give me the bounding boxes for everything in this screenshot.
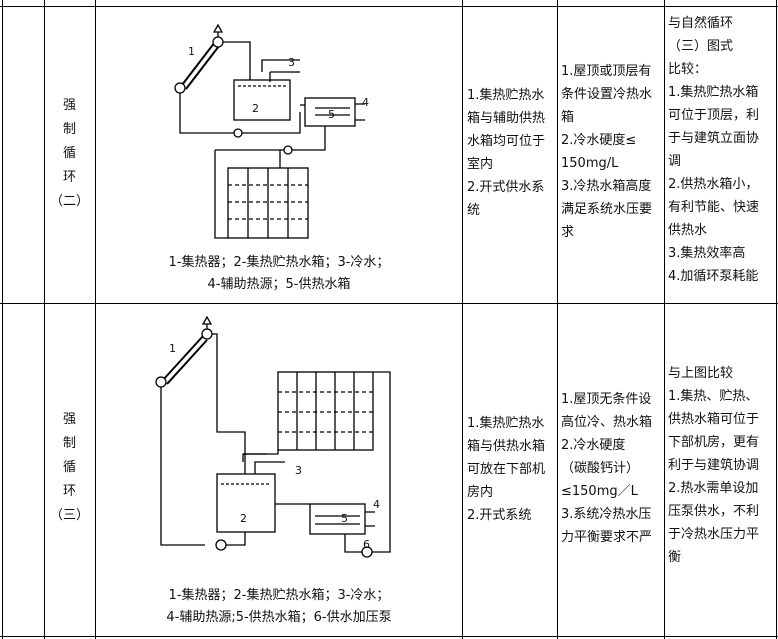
text-line: 利于与建筑协调 (668, 458, 760, 473)
label-aux-heater: 4 (362, 96, 369, 109)
text-line: 比较： (668, 62, 708, 77)
text-line: 3.冷热水箱高度 (561, 179, 652, 194)
text-line: 供热水 (668, 223, 708, 238)
grid-line (0, 6, 778, 7)
name-char: 循 (62, 146, 76, 161)
label-booster-pump: 6 (363, 538, 370, 551)
text-line: 1.集热贮热水 (467, 88, 545, 103)
caption-line: 1-集热器；2-集热贮热水箱；3-冷水； (168, 588, 390, 603)
row3-conditions: 1.屋顶无条件设 高位冷、热水箱 2.冷水硬度 （碳酸钙计） ≤150mg／L … (561, 388, 664, 549)
row3-features: 1.集热贮热水 箱与供热水箱 可放在下部机 房内 2.开式系统 (467, 412, 557, 527)
text-line: 150mg/L (561, 156, 619, 171)
text-line: 供热水箱可位于 (668, 412, 760, 427)
text-line: 2.冷水硬度≤ (561, 133, 637, 148)
label-supply-tank: 5 (328, 108, 335, 121)
row3-system-name: 强 制 循 环 （三） (44, 408, 95, 528)
label-collector: 1 (169, 342, 176, 355)
text-line: 室内 (467, 157, 494, 172)
grid-line (2, 0, 3, 639)
grid-line (0, 636, 778, 637)
text-line: 下部机房，更有 (668, 435, 760, 450)
text-line: 2.热水需单设加 (668, 481, 759, 496)
row2-diagram-caption: 1-集热器；2-集热贮热水箱；3-冷水； 4-辅助热源；5-供热水箱 (96, 252, 462, 296)
text-line: 箱与供热水箱 (467, 439, 546, 454)
text-line: 衡 (668, 550, 682, 565)
text-line: 求 (561, 225, 575, 240)
text-line: 1.集热贮热水 (467, 416, 545, 431)
name-char: 强 (62, 412, 76, 427)
row3-comparison: 与上图比较 1.集热、贮热、 供热水箱可位于 下部机房，更有 利于与建筑协调 2… (668, 362, 776, 569)
row2-system-name: 强 制 循 环 （二） (44, 94, 95, 214)
text-line: 箱 (561, 110, 575, 125)
text-line: 力平衡要求不严 (561, 530, 653, 545)
label-cold-water: 3 (288, 56, 295, 69)
text-line: 统 (467, 203, 481, 218)
name-char: （二） (49, 194, 89, 209)
name-char: 制 (62, 122, 76, 137)
caption-line: 4-辅助热源；5-供热水箱 (207, 277, 351, 292)
text-line: 箱与辅助供热 (467, 111, 546, 126)
text-line: 与自然循环 (668, 16, 734, 31)
text-line: 于冷热水压力平 (668, 527, 760, 542)
grid-line (44, 0, 45, 639)
grid-line (776, 0, 777, 639)
caption-line: 1-集热器；2-集热贮热水箱；3-冷水； (168, 255, 390, 270)
name-char: 循 (62, 460, 76, 475)
text-line: 压泵供水，不利 (668, 504, 760, 519)
text-line: 于与建筑立面协 (668, 131, 760, 146)
text-line: 条件设置冷热水 (561, 87, 653, 102)
text-line: 可放在下部机 (467, 462, 546, 477)
name-char: （三） (49, 508, 89, 523)
text-line: 2.开式系统 (467, 508, 532, 523)
text-line: 高位冷、热水箱 (561, 415, 653, 430)
text-line: 3.集热效率高 (668, 246, 746, 261)
grid-line (664, 0, 665, 639)
label-storage-tank: 2 (252, 102, 259, 115)
text-line: 可位于顶层，利 (668, 108, 760, 123)
name-char: 强 (62, 98, 76, 113)
label-collector: 1 (188, 45, 195, 58)
grid-line (95, 0, 96, 639)
caption-line: 4-辅助热源;5-供热水箱；6-供水加压泵 (166, 610, 392, 625)
text-line: 水箱均可位于 (467, 134, 546, 149)
text-line: ≤150mg／L (561, 484, 638, 499)
text-line: 2.供热水箱小， (668, 177, 759, 192)
text-line: 2.开式供水系 (467, 180, 545, 195)
text-line: 1.屋顶无条件设 (561, 392, 652, 407)
text-line: 3.系统冷热水压 (561, 507, 652, 522)
label-storage-tank: 2 (240, 512, 247, 525)
text-line: 4.加循环泵耗能 (668, 269, 759, 284)
row3-system-diagram: 1 2 3 4 5 6 (145, 312, 410, 577)
row2-conditions: 1.屋顶或顶层有 条件设置冷热水 箱 2.冷水硬度≤ 150mg/L 3.冷热水… (561, 60, 664, 244)
label-aux-heater: 4 (373, 498, 380, 511)
row2-comparison: 与自然循环 （三）图式 比较： 1.集热贮热水箱 可位于顶层，利 于与建筑立面协… (668, 12, 776, 288)
text-line: 有利节能、快速 (668, 200, 760, 215)
text-line: 1.屋顶或顶层有 (561, 64, 652, 79)
row2-system-diagram: 1 2 3 4 5 (150, 20, 380, 255)
text-line: 调 (668, 154, 682, 169)
name-char: 制 (62, 436, 76, 451)
grid-line (0, 303, 778, 304)
grid-line (557, 0, 558, 639)
text-line: 与上图比较 (668, 366, 734, 381)
text-line: （三）图式 (668, 39, 734, 54)
text-line: 2.冷水硬度 (561, 438, 626, 453)
label-supply-tank: 5 (341, 512, 348, 525)
grid-line (462, 0, 463, 639)
name-char: 环 (62, 484, 76, 499)
text-line: （碳酸钙计） (561, 461, 640, 476)
row2-features: 1.集热贮热水 箱与辅助供热 水箱均可位于 室内 2.开式供水系 统 (467, 84, 557, 222)
text-line: 1.集热、贮热、 (668, 389, 759, 404)
name-char: 环 (62, 170, 76, 185)
text-line: 房内 (467, 485, 494, 500)
text-line: 满足系统水压要 (561, 202, 653, 217)
label-cold-water: 3 (295, 464, 302, 477)
row3-diagram-caption: 1-集热器；2-集热贮热水箱；3-冷水； 4-辅助热源;5-供热水箱；6-供水加… (96, 585, 462, 629)
text-line: 1.集热贮热水箱 (668, 85, 759, 100)
